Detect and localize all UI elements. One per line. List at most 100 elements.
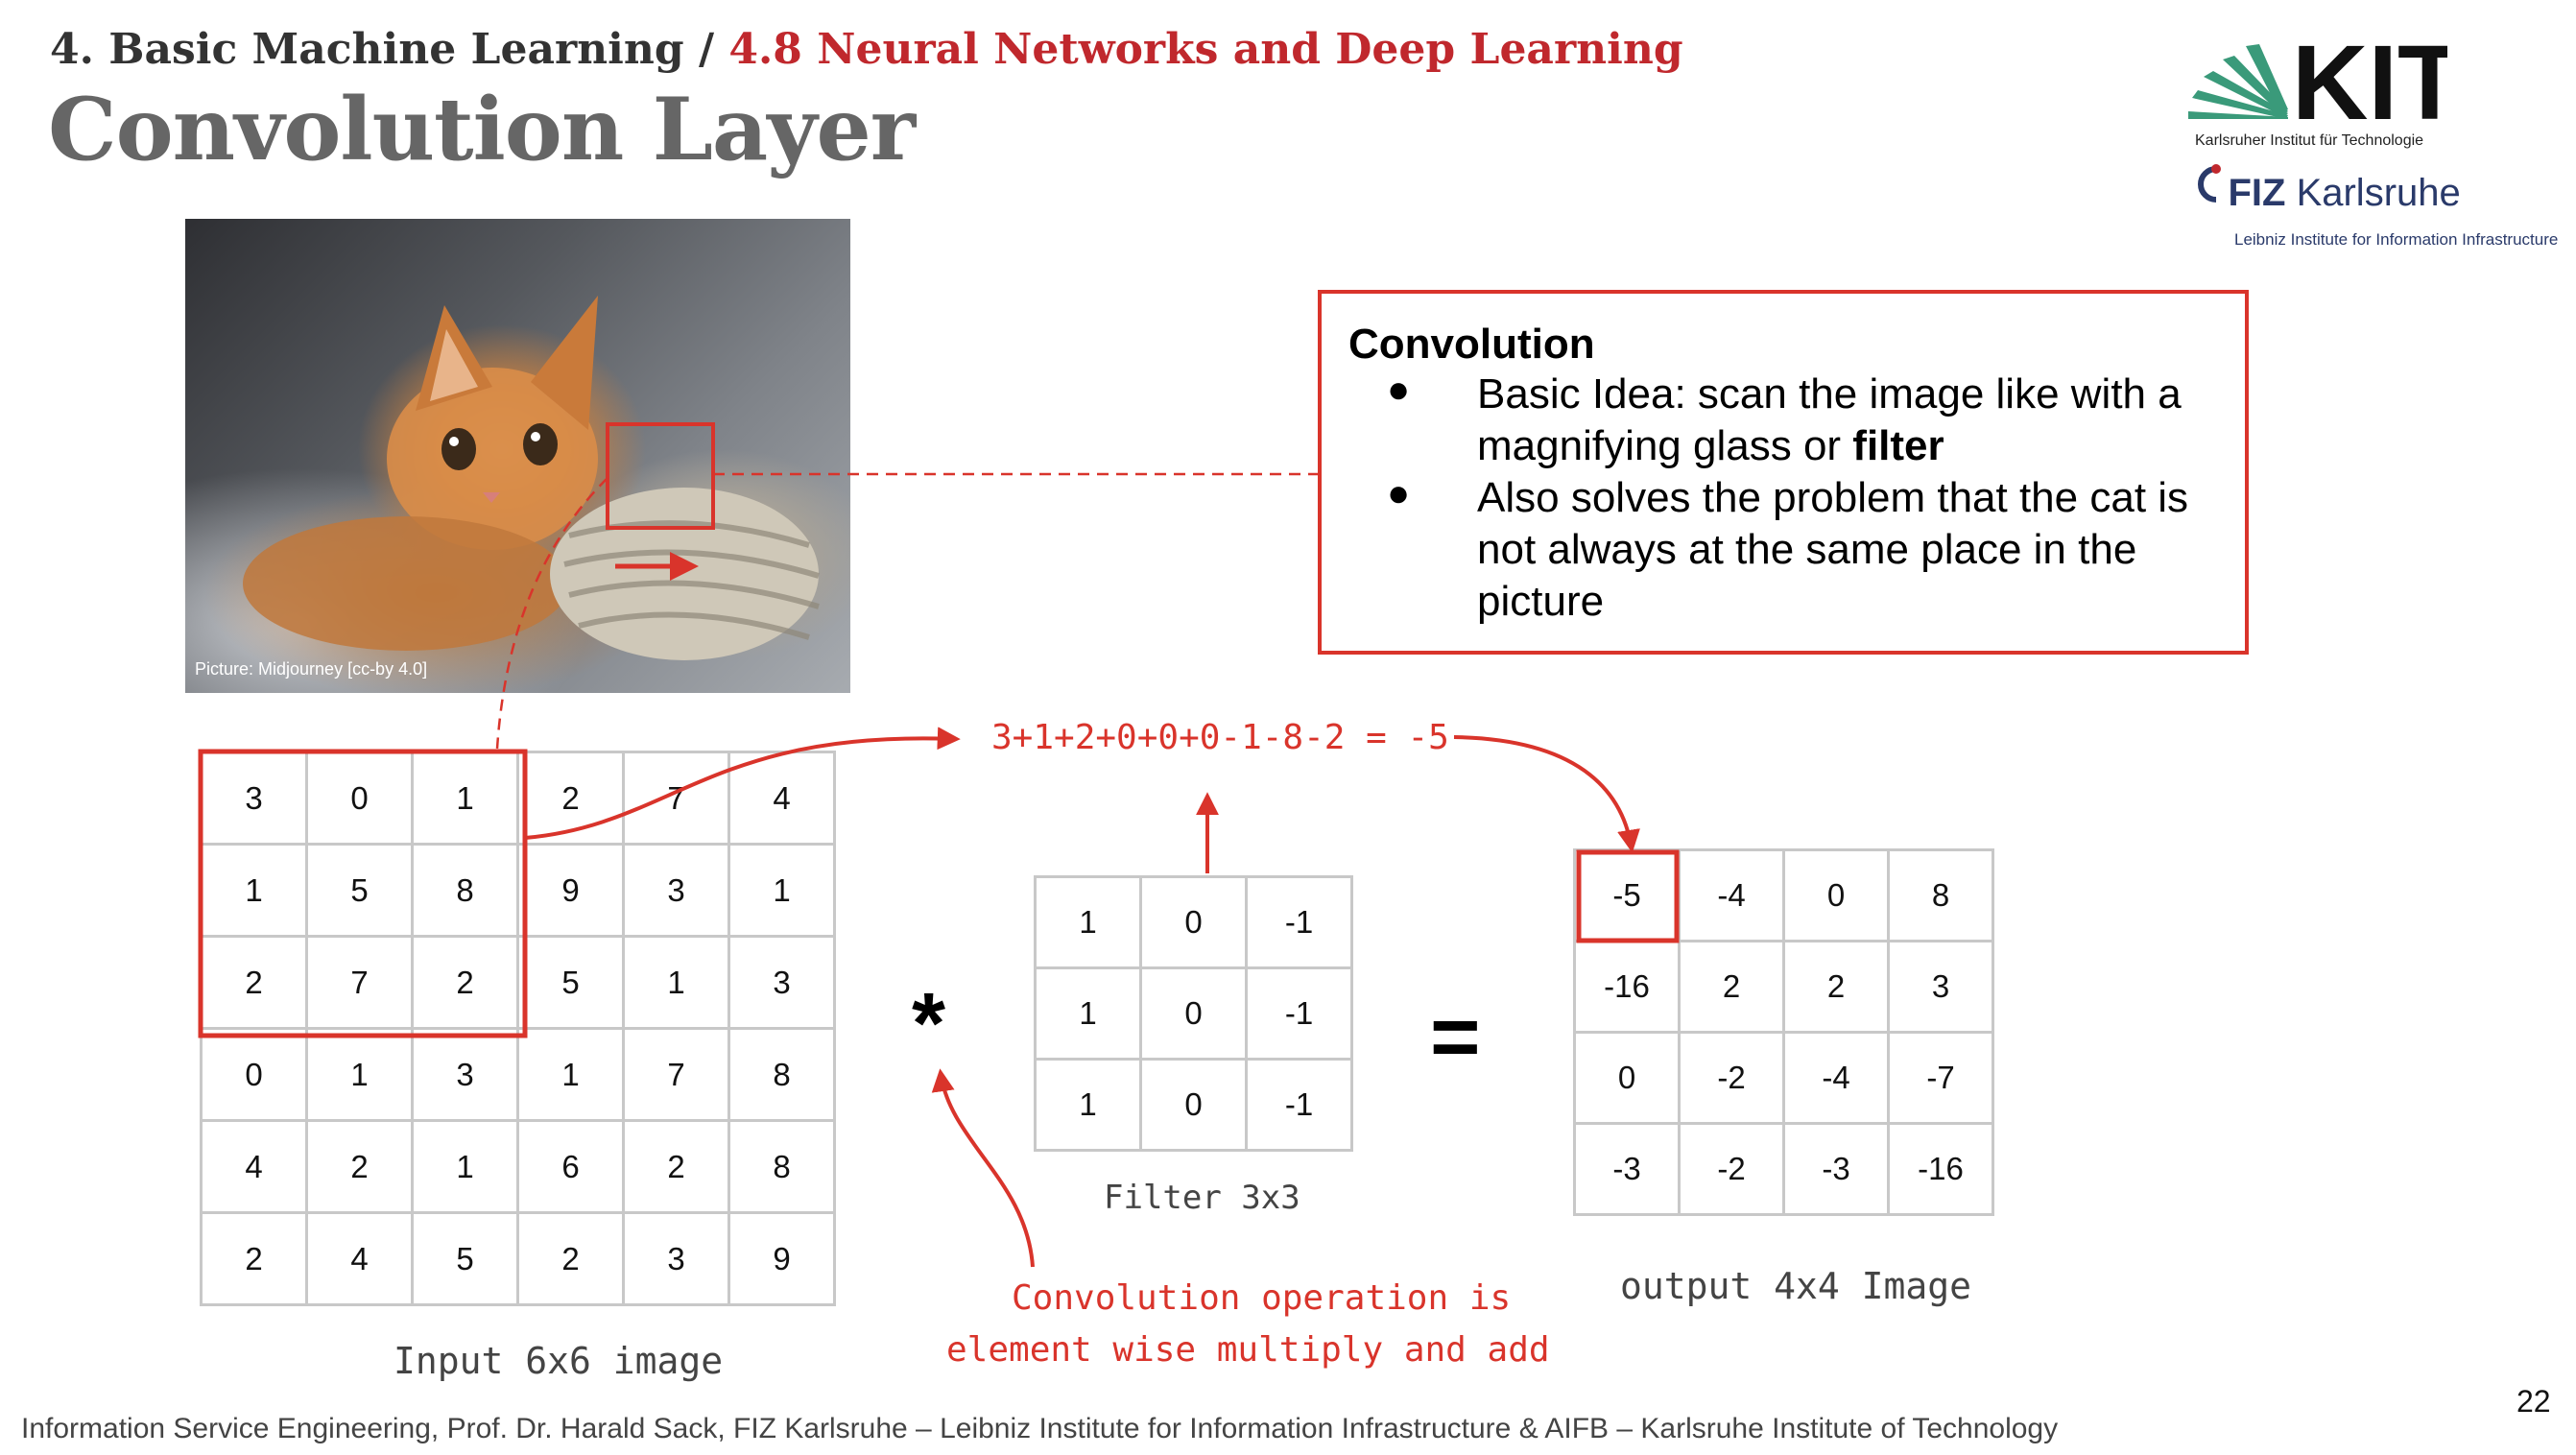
- filter-grid-cell: 0: [1139, 875, 1248, 969]
- output-grid-row: -3-2-3-16: [1573, 1122, 1994, 1216]
- filter-grid-label: Filter 3x3: [1104, 1179, 1300, 1217]
- output-cell-highlight: [1576, 849, 1680, 943]
- fiz-mark-icon: [2198, 164, 2221, 203]
- input-grid-cell: 3: [411, 1027, 519, 1122]
- input-grid-cell: 1: [727, 843, 836, 938]
- filter-grid-cell: -1: [1245, 1058, 1353, 1152]
- input-grid-cell: 0: [200, 1027, 308, 1122]
- input-grid-cell: 7: [305, 935, 414, 1030]
- output-grid-cell: -4: [1678, 848, 1785, 942]
- input-grid-cell: 3: [622, 843, 730, 938]
- output-grid-cell: -16: [1887, 1122, 1994, 1216]
- output-grid-cell: 3: [1887, 940, 1994, 1034]
- fiz-logo-bold: FIZ: [2228, 172, 2286, 214]
- bullet-basic-idea: Basic Idea: scan the image like with a m…: [1477, 369, 2226, 472]
- input-grid-cell: 3: [200, 751, 308, 846]
- kit-logo-text: KIT: [2292, 35, 2447, 142]
- filter-grid-cell: 1: [1034, 966, 1142, 1061]
- breadcrumb-section: 4. Basic Machine Learning /: [50, 25, 715, 74]
- input-grid-cell: 4: [305, 1211, 414, 1306]
- operation-note-line1: Convolution operation is: [1012, 1278, 1512, 1318]
- bullet-position-problem: Also solves the problem that the cat is …: [1477, 474, 2189, 625]
- input-grid-cell: 5: [516, 935, 625, 1030]
- output-grid-cell: -2: [1678, 1122, 1785, 1216]
- output-grid-cell: 8: [1887, 848, 1994, 942]
- convolution-heading: Convolution: [1348, 321, 1595, 368]
- input-grid-label: Input 6x6 image: [394, 1340, 724, 1382]
- output-grid-cell: -16: [1573, 940, 1681, 1034]
- input-grid-cell: 4: [200, 1119, 308, 1214]
- filter-grid-cell: 0: [1139, 1058, 1248, 1152]
- output-grid-cell: 2: [1678, 940, 1785, 1034]
- output-grid-cell: -3: [1782, 1122, 1890, 1216]
- page-number: 22: [2516, 1384, 2551, 1419]
- input-grid-cell: 9: [516, 843, 625, 938]
- input-grid-cell: 1: [411, 1119, 519, 1214]
- filter-grid-cell: 1: [1034, 875, 1142, 969]
- input-grid-cell: 3: [622, 1211, 730, 1306]
- input-window-highlight: [198, 749, 528, 1038]
- input-grid-cell: 2: [516, 1211, 625, 1306]
- bullet-basic-idea-text: Basic Idea: scan the image like with a m…: [1477, 370, 2182, 469]
- bullet-icon: ●: [1387, 472, 1411, 514]
- output-grid-cell: 0: [1573, 1031, 1681, 1125]
- input-grid-cell: 6: [516, 1119, 625, 1214]
- input-grid-cell: 2: [411, 935, 519, 1030]
- equals-sign: =: [1430, 990, 1481, 1085]
- window-to-equation-arrow: [524, 727, 961, 840]
- convolution-operator: *: [912, 976, 946, 1072]
- filter-grid-cell: -1: [1245, 966, 1353, 1061]
- fiz-logo: FIZ Karlsruhe: [2191, 163, 2461, 215]
- photo-focus-highlight: [606, 422, 715, 530]
- breadcrumb: 4. Basic Machine Learning / 4.8 Neural N…: [50, 25, 1683, 74]
- bullet-filter-bold: filter: [1852, 422, 1944, 469]
- output-grid-cell: 2: [1782, 940, 1890, 1034]
- footer-text: Information Service Engineering, Prof. D…: [21, 1413, 2059, 1444]
- input-grid-cell: 2: [305, 1119, 414, 1214]
- input-grid-cell: 1: [305, 1027, 414, 1122]
- input-grid-cell: 5: [305, 843, 414, 938]
- input-grid-cell: 1: [516, 1027, 625, 1122]
- filter-grid-cell: 0: [1139, 966, 1248, 1061]
- input-grid-cell: 8: [411, 843, 519, 938]
- bullet-icon: ●: [1387, 369, 1411, 411]
- dashed-connector-grid: [495, 477, 608, 750]
- breadcrumb-subsection: 4.8 Neural Networks and Deep Learning: [728, 25, 1683, 74]
- kitten-photo: Picture: Midjourney [cc-by 4.0]: [185, 219, 850, 693]
- input-grid-cell: 8: [727, 1119, 836, 1214]
- output-grid-row: 0-2-4-7: [1573, 1031, 1994, 1125]
- input-grid-cell: 5: [411, 1211, 519, 1306]
- input-grid-cell: 8: [727, 1027, 836, 1122]
- input-grid-cell: 9: [727, 1211, 836, 1306]
- photo-credit: Picture: Midjourney [cc-by 4.0]: [195, 659, 428, 679]
- output-grid-cell: -3: [1573, 1122, 1681, 1216]
- input-grid-cell: 7: [622, 1027, 730, 1122]
- input-grid-cell: 7: [622, 751, 730, 846]
- equation-to-output-arrow: [1453, 735, 1640, 853]
- output-grid-cell: -7: [1887, 1031, 1994, 1125]
- kit-subtitle: Karlsruher Institut für Technologie: [2195, 132, 2424, 149]
- fiz-logo-text: Karlsruhe: [2296, 172, 2461, 214]
- fiz-subtitle: Leibniz Institute for Information Infras…: [2234, 230, 2559, 249]
- input-grid-cell: 2: [200, 935, 308, 1030]
- filter-grid-cell: -1: [1245, 875, 1353, 969]
- input-grid-cell: 3: [727, 935, 836, 1030]
- operation-note-arrow: [931, 1068, 1035, 1268]
- kit-logo: KIT: [2188, 35, 2447, 142]
- output-grid-cell: -4: [1782, 1031, 1890, 1125]
- input-grid-cell: 2: [622, 1119, 730, 1214]
- convolution-info-box: Convolution ● Basic Idea: scan the image…: [1318, 290, 2249, 655]
